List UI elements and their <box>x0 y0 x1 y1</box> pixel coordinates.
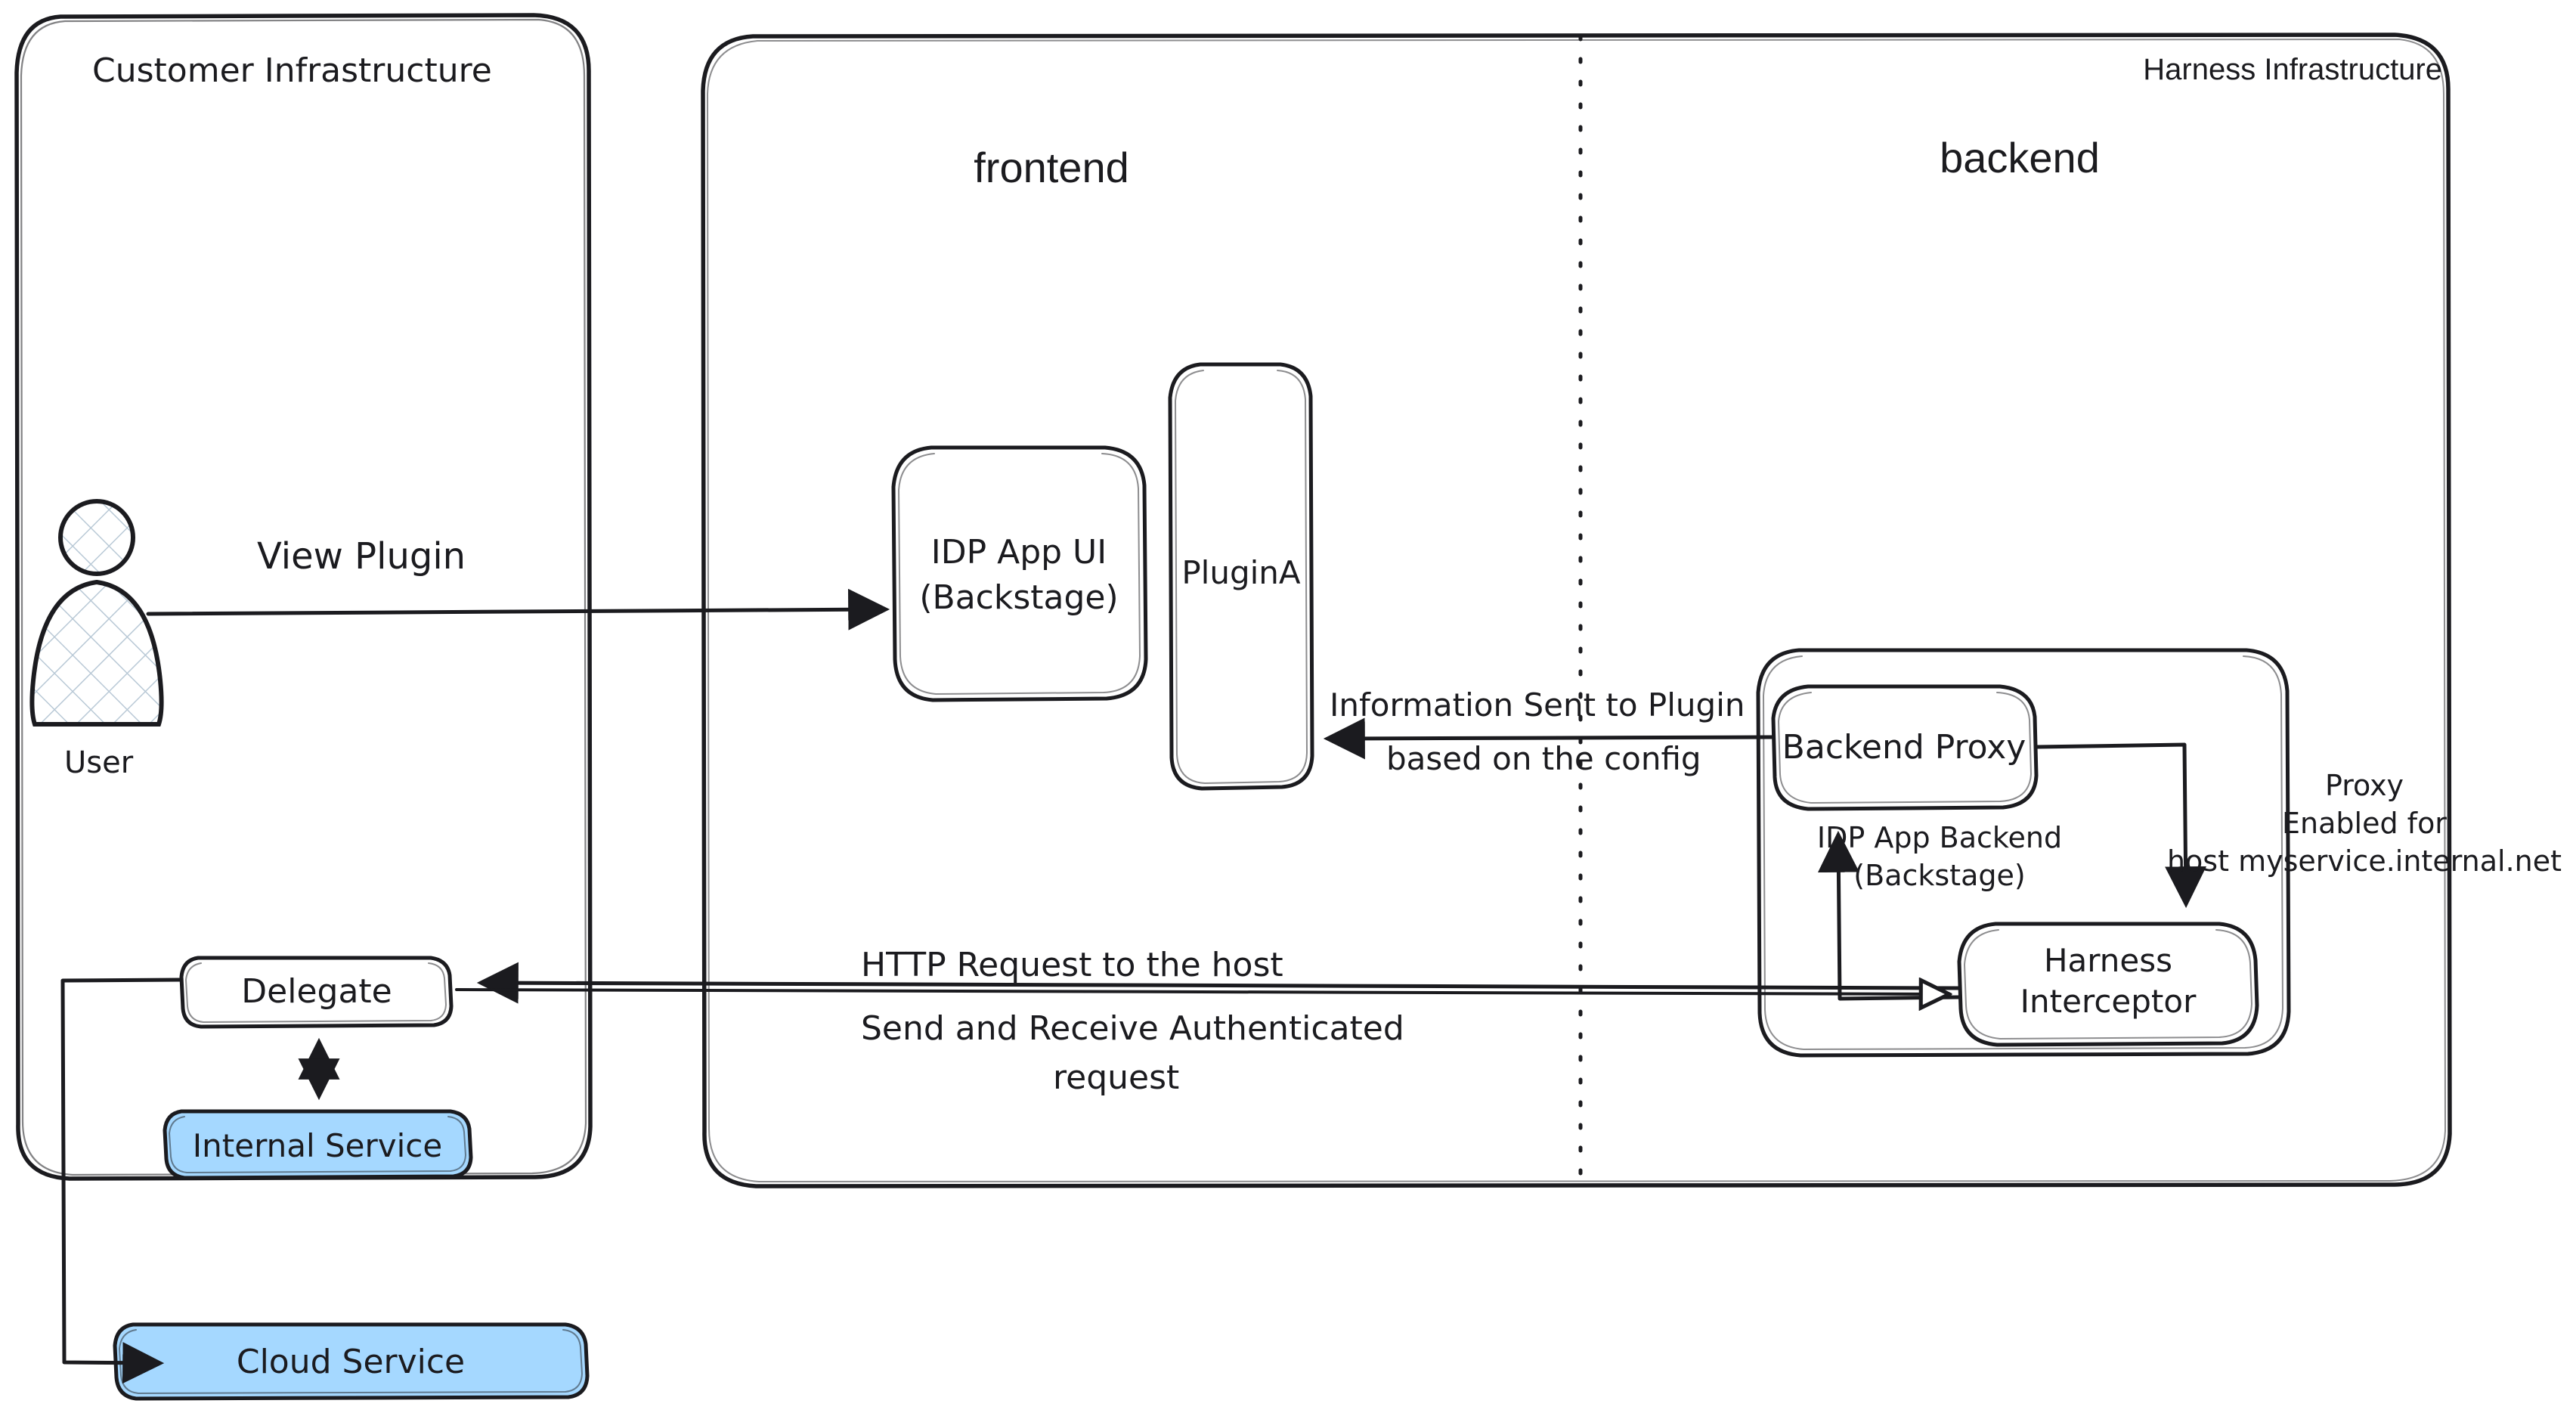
person-head-icon <box>58 499 135 576</box>
edge-label-based-on-config: based on the config <box>1386 740 1701 777</box>
person-body-icon <box>29 579 164 727</box>
edge-send-receive-authenticated: Send and Receive Authenticated request <box>455 990 1946 1097</box>
delegate-label: Delegate <box>241 972 392 1011</box>
idp-app-ui-label-line1: IDP App UI <box>931 533 1107 572</box>
annotation-proxy-enabled: Proxy Enabled for host myservice.interna… <box>2167 769 2562 878</box>
plugin-a-label: PluginA <box>1181 554 1301 591</box>
edge-http-request-to-host: HTTP Request to the host <box>476 946 1961 1004</box>
proxy-note-line1: Proxy <box>2325 769 2404 802</box>
edge-delegate-to-cloud-service <box>60 978 182 1384</box>
zone-label-backend: backend <box>1940 134 2100 181</box>
edge-label-send-receive-line1: Send and Receive Authenticated <box>861 1009 1404 1048</box>
cloud-service-label: Cloud Service <box>237 1343 465 1381</box>
customer-infrastructure-label: Customer Infrastructure <box>92 51 492 90</box>
node-harness-interceptor[interactable]: Harness Interceptor <box>1957 922 2259 1047</box>
internal-service-label: Internal Service <box>193 1127 442 1164</box>
edge-label-view-plugin: View Plugin <box>257 535 466 578</box>
edge-label-http-request: HTTP Request to the host <box>861 946 1283 984</box>
actor-user[interactable]: User <box>29 499 164 780</box>
node-internal-service[interactable]: Internal Service <box>163 1109 473 1180</box>
zone-label-frontend: frontend <box>974 144 1129 191</box>
edge-information-sent-to-plugin: Information Sent to Plugin based on the … <box>1323 686 1776 777</box>
harness-infrastructure-label: Harness Infrastructure <box>2143 53 2442 86</box>
backend-proxy-label: Backend Proxy <box>1782 728 2026 767</box>
edge-label-information-sent: Information Sent to Plugin <box>1330 686 1745 723</box>
proxy-note-line2: Enabled for <box>2282 807 2447 840</box>
edge-view-plugin: View Plugin <box>146 535 890 631</box>
idp-app-backend-label-line2: (Backstage) <box>1853 859 2025 892</box>
edge-proxy-to-interceptor <box>2034 742 2207 909</box>
proxy-note-line3: host myservice.internal.net <box>2167 844 2562 878</box>
node-cloud-service[interactable]: Cloud Service <box>113 1322 590 1401</box>
idp-app-ui-label-line2: (Backstage) <box>919 578 1118 617</box>
user-label: User <box>64 745 134 780</box>
idp-app-backend-label-line1: IDP App Backend <box>1817 821 2062 854</box>
node-idp-app-ui[interactable]: IDP App UI (Backstage) <box>891 445 1148 702</box>
harness-interceptor-label-line2: Interceptor <box>2020 983 2197 1020</box>
node-delegate[interactable]: Delegate <box>179 956 454 1029</box>
harness-interceptor-label-line1: Harness <box>2044 942 2172 979</box>
edge-label-send-receive-line2: request <box>1053 1058 1179 1097</box>
node-plugin-a[interactable]: PluginA <box>1168 362 1314 791</box>
node-backend-proxy[interactable]: Backend Proxy <box>1771 684 2039 811</box>
